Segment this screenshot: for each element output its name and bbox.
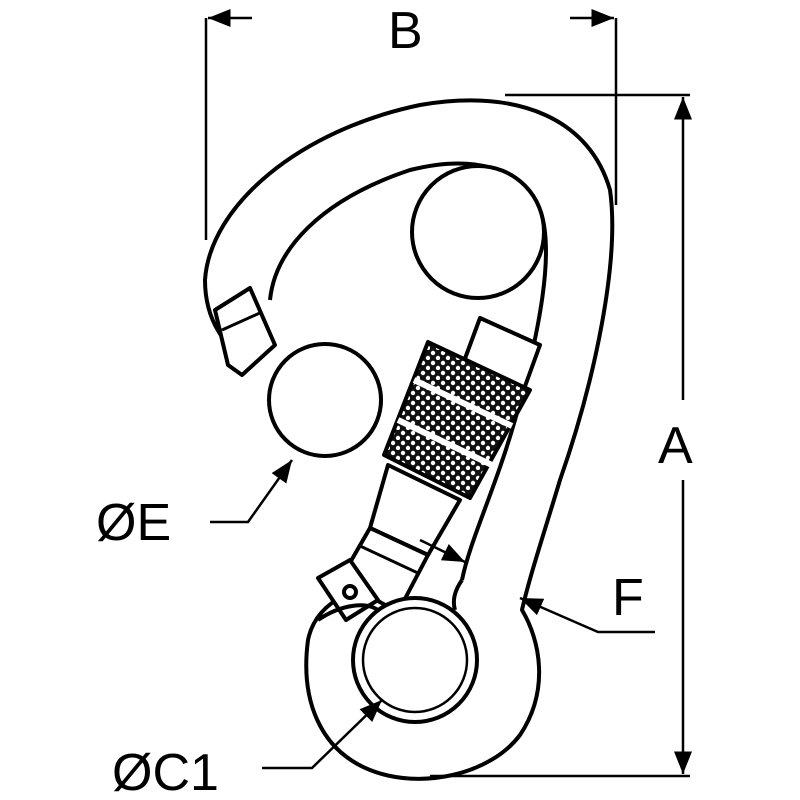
rope-sections	[267, 164, 546, 458]
dimension-a	[430, 93, 692, 778]
label-b: B	[388, 2, 423, 60]
nose-latch	[213, 286, 277, 377]
eye-ring	[351, 596, 479, 724]
dimension-c1-leader	[262, 699, 383, 770]
gate	[316, 316, 542, 622]
label-a: A	[658, 417, 693, 475]
dimension-b	[204, 8, 618, 240]
label-e: ØE	[96, 494, 171, 552]
label-f: F	[612, 569, 644, 627]
dimension-f-leader	[419, 538, 655, 634]
screw-lock-sleeve	[382, 340, 532, 500]
dimension-e-leader	[210, 459, 294, 524]
label-c1: ØC1	[112, 744, 219, 800]
